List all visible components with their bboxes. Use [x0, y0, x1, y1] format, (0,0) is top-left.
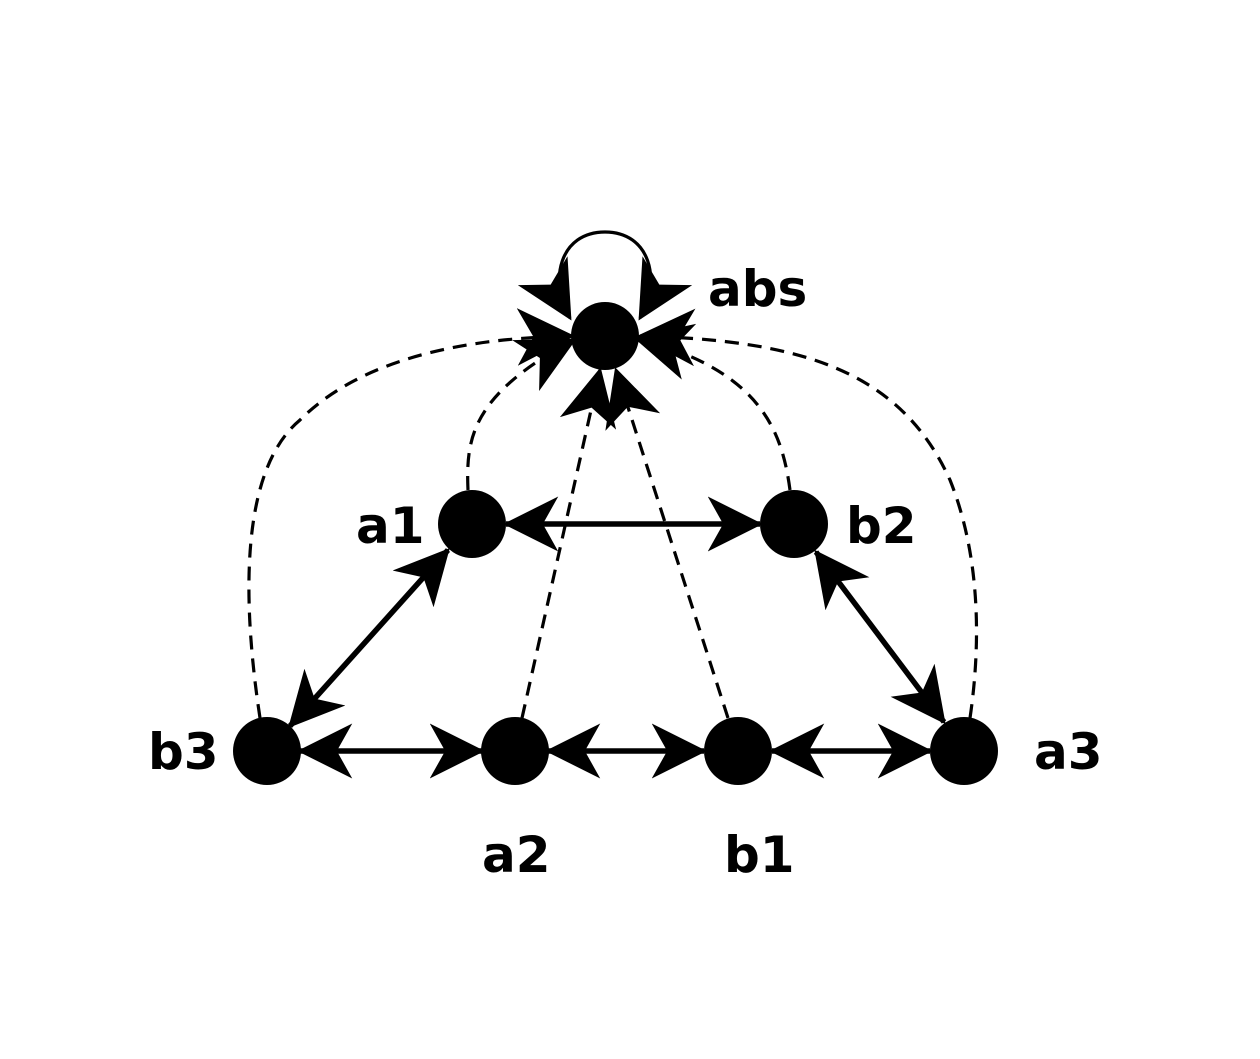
edge-a3-abs	[637, 308, 979, 719]
label-b3: b3	[148, 723, 219, 781]
label-a2: a2	[482, 826, 551, 884]
node-b2	[760, 490, 828, 558]
edge-a2-abs	[520, 367, 617, 719]
labels: abs a1 b2 b3 a2 b1 a3	[148, 260, 1103, 884]
edge-a1-abs	[466, 338, 577, 491]
edge-b2-a3	[813, 549, 947, 725]
solid-edges	[287, 496, 947, 779]
node-abs	[571, 302, 639, 370]
edge-a1-b3	[287, 547, 451, 729]
label-abs: abs	[708, 260, 807, 318]
label-b1: b1	[724, 826, 795, 884]
label-a3: a3	[1034, 723, 1103, 781]
node-b3	[233, 717, 301, 785]
label-a1: a1	[356, 497, 425, 555]
edge-b1-abs	[605, 367, 730, 719]
node-a2	[481, 717, 549, 785]
node-b1	[704, 717, 772, 785]
dashed-edges	[247, 308, 979, 719]
edge-b3-abs	[247, 308, 575, 719]
node-a3	[930, 717, 998, 785]
label-b2: b2	[846, 497, 917, 555]
nodes	[233, 302, 998, 785]
edge-b2-abs	[633, 323, 792, 491]
node-a1	[438, 490, 506, 558]
edge-abs-self-loop	[517, 230, 693, 321]
